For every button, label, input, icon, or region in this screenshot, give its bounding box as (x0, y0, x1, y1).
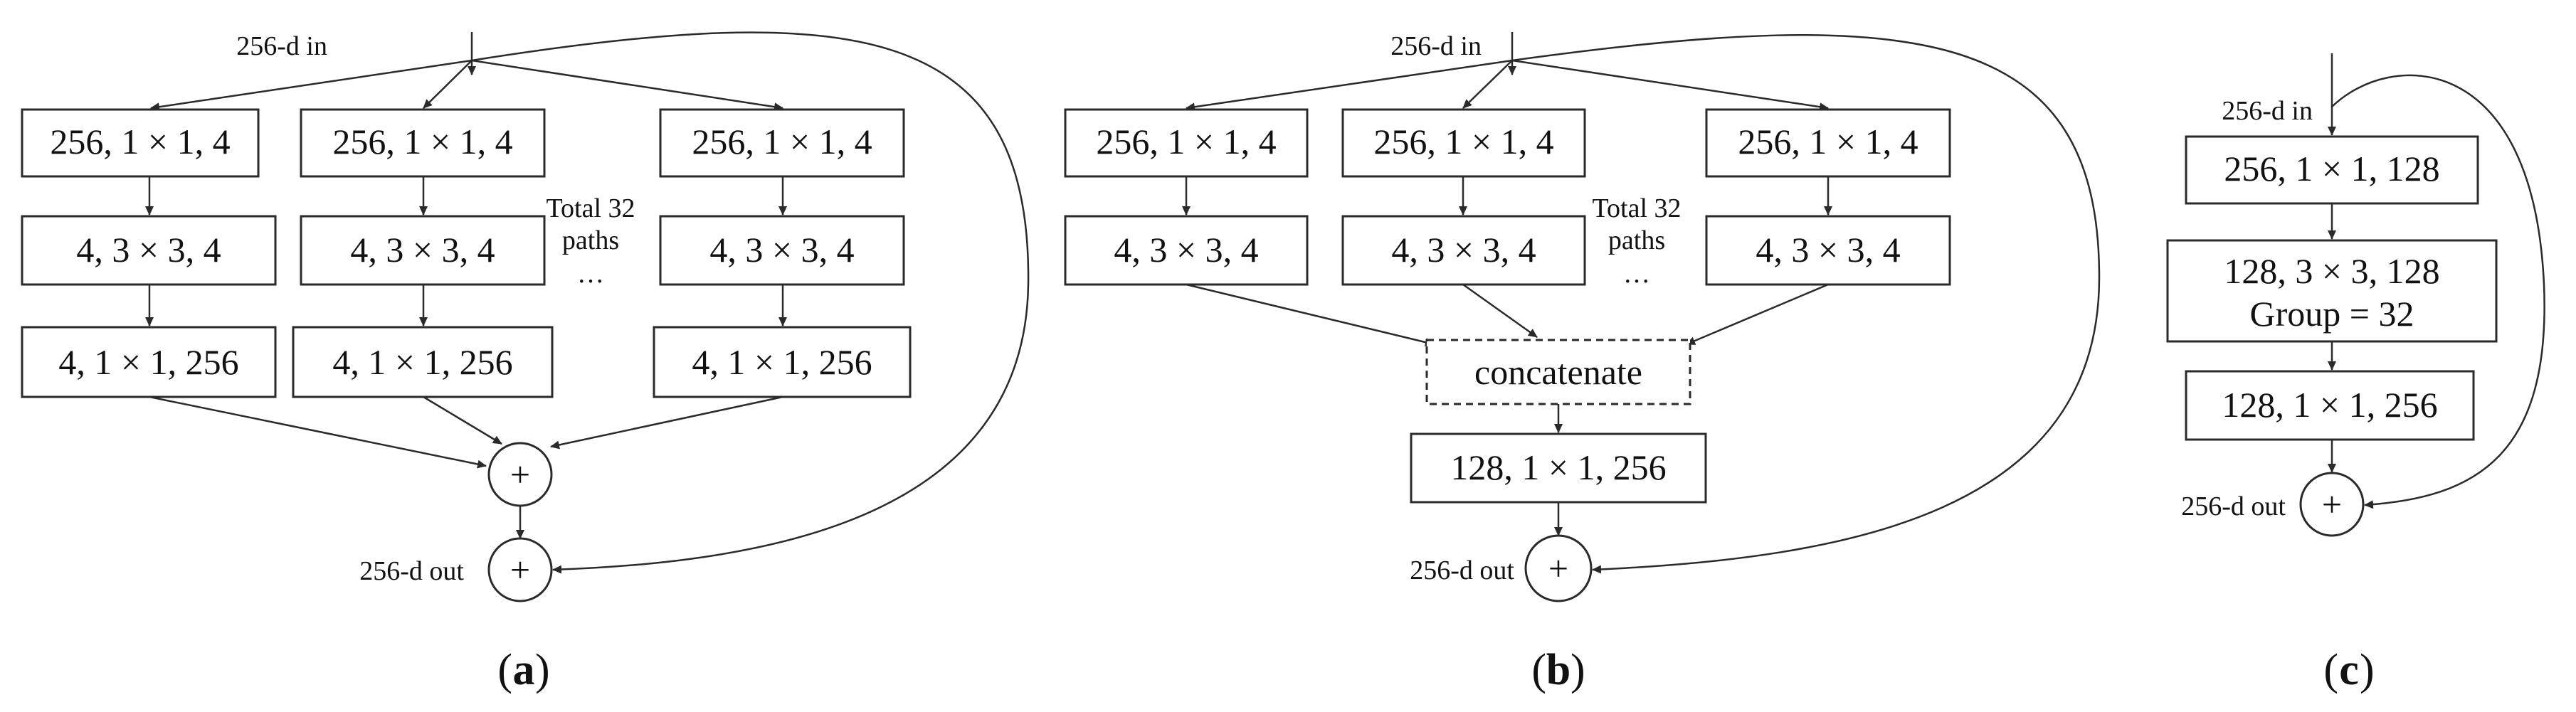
panel-b-output-sum-symbol: + (1548, 548, 1568, 588)
panel-c-layer3-label: 128, 1 × 1, 256 (2222, 385, 2437, 425)
panel-a-path1-layer2-box (21, 215, 277, 286)
panel-a-path3-layer1-box (659, 108, 905, 178)
panel-a-ellipsis: … (577, 259, 604, 289)
panel-b-path2-layer2-box (1341, 215, 1586, 286)
panel-b-concatenate-box (1425, 339, 1691, 405)
panel-b-output-label: 256-d out (1410, 556, 1514, 585)
panel-c-caption-open: ( (2323, 646, 2338, 694)
panel-a-path2-layer1-label: 256, 1 × 1, 4 (332, 122, 512, 161)
panel-b-path1-layer1-box (1064, 108, 1309, 178)
panel-a-path1-layer1-label: 256, 1 × 1, 4 (50, 122, 230, 161)
panel-c-layer2-box (2166, 239, 2498, 343)
panel-b-caption-close: ) (1571, 646, 1585, 694)
panel-a-path2-layer2-label: 4, 3 × 3, 4 (350, 230, 495, 270)
panel-a-path2-layer3-label: 4, 1 × 1, 256 (332, 342, 512, 382)
panel-b-path3-layer2-label: 4, 3 × 3, 4 (1756, 230, 1900, 270)
panel-b-path2-layer2-label: 4, 3 × 3, 4 (1391, 230, 1536, 270)
panel-a-merge-arrow (149, 395, 487, 469)
panel-a-output-sum-symbol: + (510, 550, 530, 590)
panel-a-path1-layer3-box (21, 326, 277, 398)
panel-b-concatenate-label: concatenate (1474, 352, 1642, 392)
panel-c-layer2-group-label: Group = 32 (2250, 294, 2414, 334)
panel-b-path1-layer1-label: 256, 1 × 1, 4 (1096, 122, 1276, 161)
panel-c-layer2-label: 128, 3 × 3, 128 (2224, 251, 2439, 291)
panel-b-caption-open: ( (1531, 646, 1546, 694)
panel-b-ellipsis: … (1623, 259, 1650, 289)
panel-b-path1-layer2-box (1064, 215, 1309, 286)
panel-a-path3-layer2-label: 4, 3 × 3, 4 (709, 230, 854, 270)
panel-b-path3-layer1-label: 256, 1 × 1, 4 (1738, 122, 1918, 161)
panel-a: 256-d in 256, 1 × 1, 4 4, 3 × 3, 4 4, 1 … (21, 31, 1030, 694)
panel-a-total-paths-label: Total 32 (546, 193, 635, 223)
panel-b-split-arrow (1462, 60, 1513, 109)
panel-a-shortcut-connection (471, 31, 1030, 574)
panel-a-merge-arrow (423, 395, 502, 445)
panel-b-total-paths-label: paths (1608, 225, 1665, 255)
panel-b-final-layer-box (1410, 432, 1707, 504)
panel-a-path2-layer3-box (292, 326, 554, 398)
panel-b-merge-arrow (1686, 283, 1829, 346)
panel-b-total-paths-label: Total 32 (1592, 193, 1681, 223)
panel-a-path1-layer2-label: 4, 3 × 3, 4 (76, 230, 221, 270)
panel-c-caption-close: ) (2360, 646, 2375, 694)
panel-b-merge-arrow (1186, 283, 1435, 347)
panel-b-shortcut-connection (1511, 34, 2101, 574)
panel-c-caption-letter: c (2339, 646, 2359, 694)
panel-a-total-paths-label: paths (562, 225, 619, 255)
panel-c: 256-d in 256, 1 × 1, 128 128, 3 × 3, 128… (2166, 53, 2545, 694)
panel-c-input-label: 256-d in (2222, 96, 2313, 126)
panel-b: 256-d in 256, 1 × 1, 4 4, 3 × 3, 4 256, … (1064, 31, 2101, 694)
panel-c-shortcut-connection (2331, 74, 2545, 509)
panel-b-output-sum-node (1524, 534, 1593, 602)
panel-a-path3-layer2-box (659, 215, 905, 286)
panel-a-output-sum-node (487, 537, 553, 602)
panel-b-path2-layer1-label: 256, 1 × 1, 4 (1373, 122, 1553, 161)
panel-b-path1-layer2-label: 4, 3 × 3, 4 (1114, 230, 1258, 270)
panel-a-caption-open: ( (497, 646, 512, 694)
panel-a-caption-letter: a (513, 646, 535, 694)
panel-a-input-label: 256-d in (236, 31, 327, 61)
panel-a-sum-symbol: + (510, 455, 530, 494)
panel-a-split-arrow (423, 60, 473, 109)
panel-a-path1-layer3-label: 4, 1 × 1, 256 (58, 342, 238, 382)
panel-c-output-sum-symbol: + (2322, 484, 2342, 524)
panel-a-split-arrow (471, 59, 783, 112)
panel-a-path3-layer3-label: 4, 1 × 1, 256 (692, 342, 872, 382)
panel-b-path3-layer1-box (1705, 108, 1951, 178)
panel-b-final-layer-label: 128, 1 × 1, 256 (1450, 447, 1666, 487)
panel-c-output-sum-node (2299, 472, 2365, 537)
panel-b-input-label: 256-d in (1390, 31, 1482, 61)
panel-a-merge-arrow (550, 395, 783, 450)
panel-b-path2-layer1-box (1341, 108, 1586, 178)
panel-c-output-label: 256-d out (2181, 492, 2286, 521)
panel-b-split-arrow (1186, 59, 1513, 112)
panel-a-caption-close: ) (535, 646, 550, 694)
panel-a-path3-layer1-label: 256, 1 × 1, 4 (692, 122, 872, 161)
panel-a-path1-layer1-box (21, 108, 260, 178)
panel-a-split-arrow (150, 59, 473, 112)
panel-c-layer3-box (2185, 370, 2475, 441)
panel-a-output-label: 256-d out (359, 556, 464, 586)
panel-b-split-arrow (1511, 59, 1829, 112)
panel-b-path3-layer2-box (1705, 215, 1951, 286)
panel-c-layer1-label: 256, 1 × 1, 128 (2224, 149, 2439, 188)
panel-a-path2-layer2-box (300, 215, 546, 286)
panel-b-merge-arrow (1462, 283, 1538, 339)
panel-b-caption-letter: b (1546, 646, 1571, 694)
